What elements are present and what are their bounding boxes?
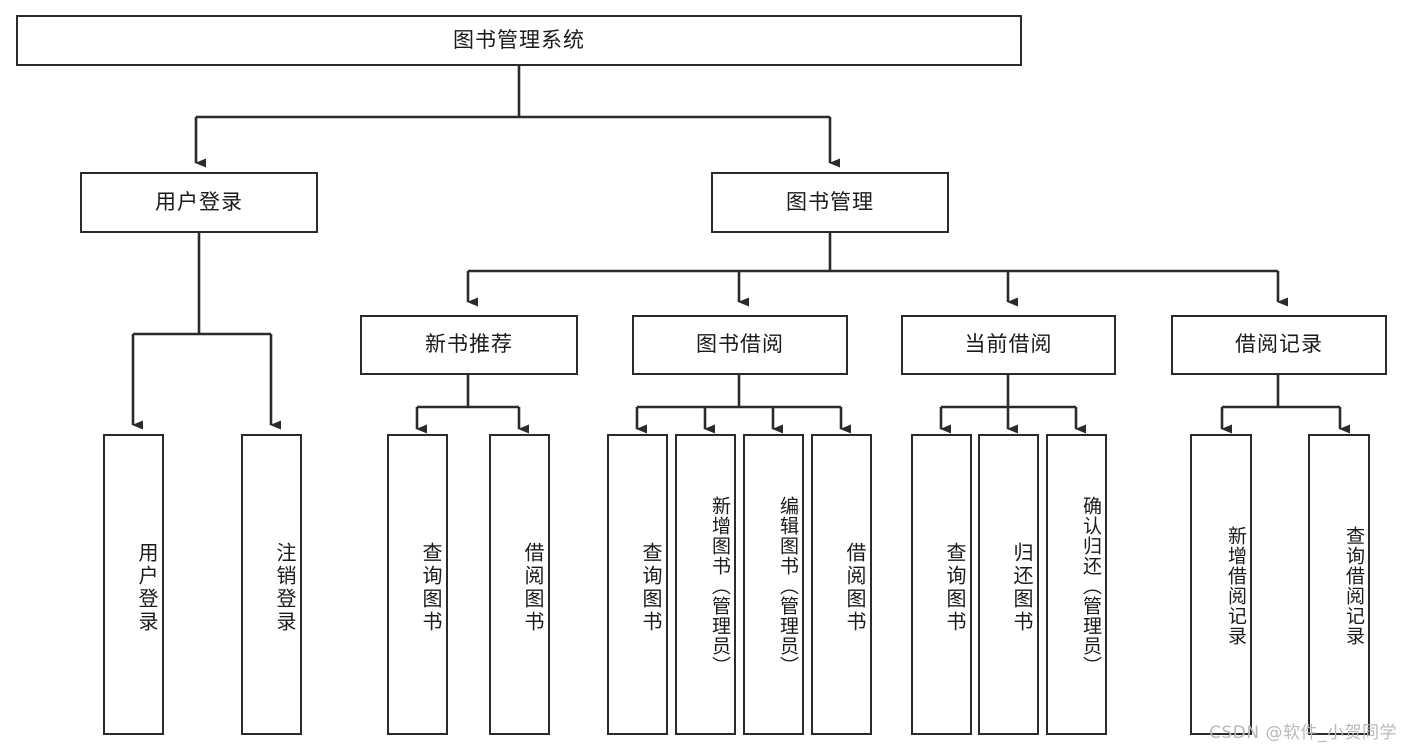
leaf-add-borrow-record[interactable]: 新增借阅记录 — [1190, 434, 1252, 735]
node-label: 查询图书 — [419, 541, 443, 634]
node-label: 用户登录 — [155, 189, 243, 214]
leaf-query-book-borrow[interactable]: 查询图书 — [607, 434, 668, 735]
node-label: 查询图书 — [943, 541, 967, 634]
node-label: 图书管理 — [786, 189, 874, 214]
node-label: 确认归还（管理员） — [1080, 496, 1102, 676]
node-book-borrow[interactable]: 图书借阅 — [632, 315, 848, 375]
csdn-watermark: CSDN @软件_小贺同学 — [1209, 723, 1397, 743]
node-label: 查询借阅记录 — [1343, 526, 1365, 646]
node-new-book-recommend[interactable]: 新书推荐 — [360, 315, 578, 375]
node-label: 新书推荐 — [425, 332, 513, 357]
node-label: 新增借阅记录 — [1225, 526, 1247, 646]
leaf-query-book-current[interactable]: 查询图书 — [911, 434, 972, 735]
leaf-edit-book-admin[interactable]: 编辑图书（管理员） — [743, 434, 804, 735]
node-book-management[interactable]: 图书管理 — [711, 172, 949, 233]
leaf-confirm-return-admin[interactable]: 确认归还（管理员） — [1046, 434, 1107, 735]
node-label: 注销登录 — [273, 541, 297, 634]
leaf-query-borrow-record[interactable]: 查询借阅记录 — [1308, 434, 1370, 735]
node-user-login[interactable]: 用户登录 — [80, 172, 318, 233]
node-label: 归还图书 — [1010, 541, 1034, 634]
node-root-book-management-system[interactable]: 图书管理系统 — [16, 15, 1022, 66]
node-label: 新增图书（管理员） — [709, 496, 731, 676]
leaf-add-book-admin[interactable]: 新增图书（管理员） — [675, 434, 736, 735]
node-current-borrow[interactable]: 当前借阅 — [901, 315, 1116, 375]
node-label: 借阅图书 — [843, 541, 867, 634]
leaf-borrow-book-recommend[interactable]: 借阅图书 — [489, 434, 550, 735]
node-label: 图书管理系统 — [453, 27, 585, 52]
leaf-user-login[interactable]: 用户登录 — [103, 434, 164, 735]
node-label: 图书借阅 — [696, 332, 784, 357]
node-label: 编辑图书（管理员） — [777, 496, 799, 676]
node-borrow-record[interactable]: 借阅记录 — [1171, 315, 1387, 375]
leaf-borrow-book[interactable]: 借阅图书 — [811, 434, 872, 735]
node-label: 用户登录 — [135, 541, 159, 634]
node-label: 借阅图书 — [521, 541, 545, 634]
leaf-query-book-recommend[interactable]: 查询图书 — [387, 434, 448, 735]
leaf-logout[interactable]: 注销登录 — [241, 434, 302, 735]
node-label: 借阅记录 — [1235, 332, 1323, 357]
node-label: 当前借阅 — [964, 332, 1053, 357]
node-label: 查询图书 — [639, 541, 663, 634]
leaf-return-book[interactable]: 归还图书 — [978, 434, 1039, 735]
